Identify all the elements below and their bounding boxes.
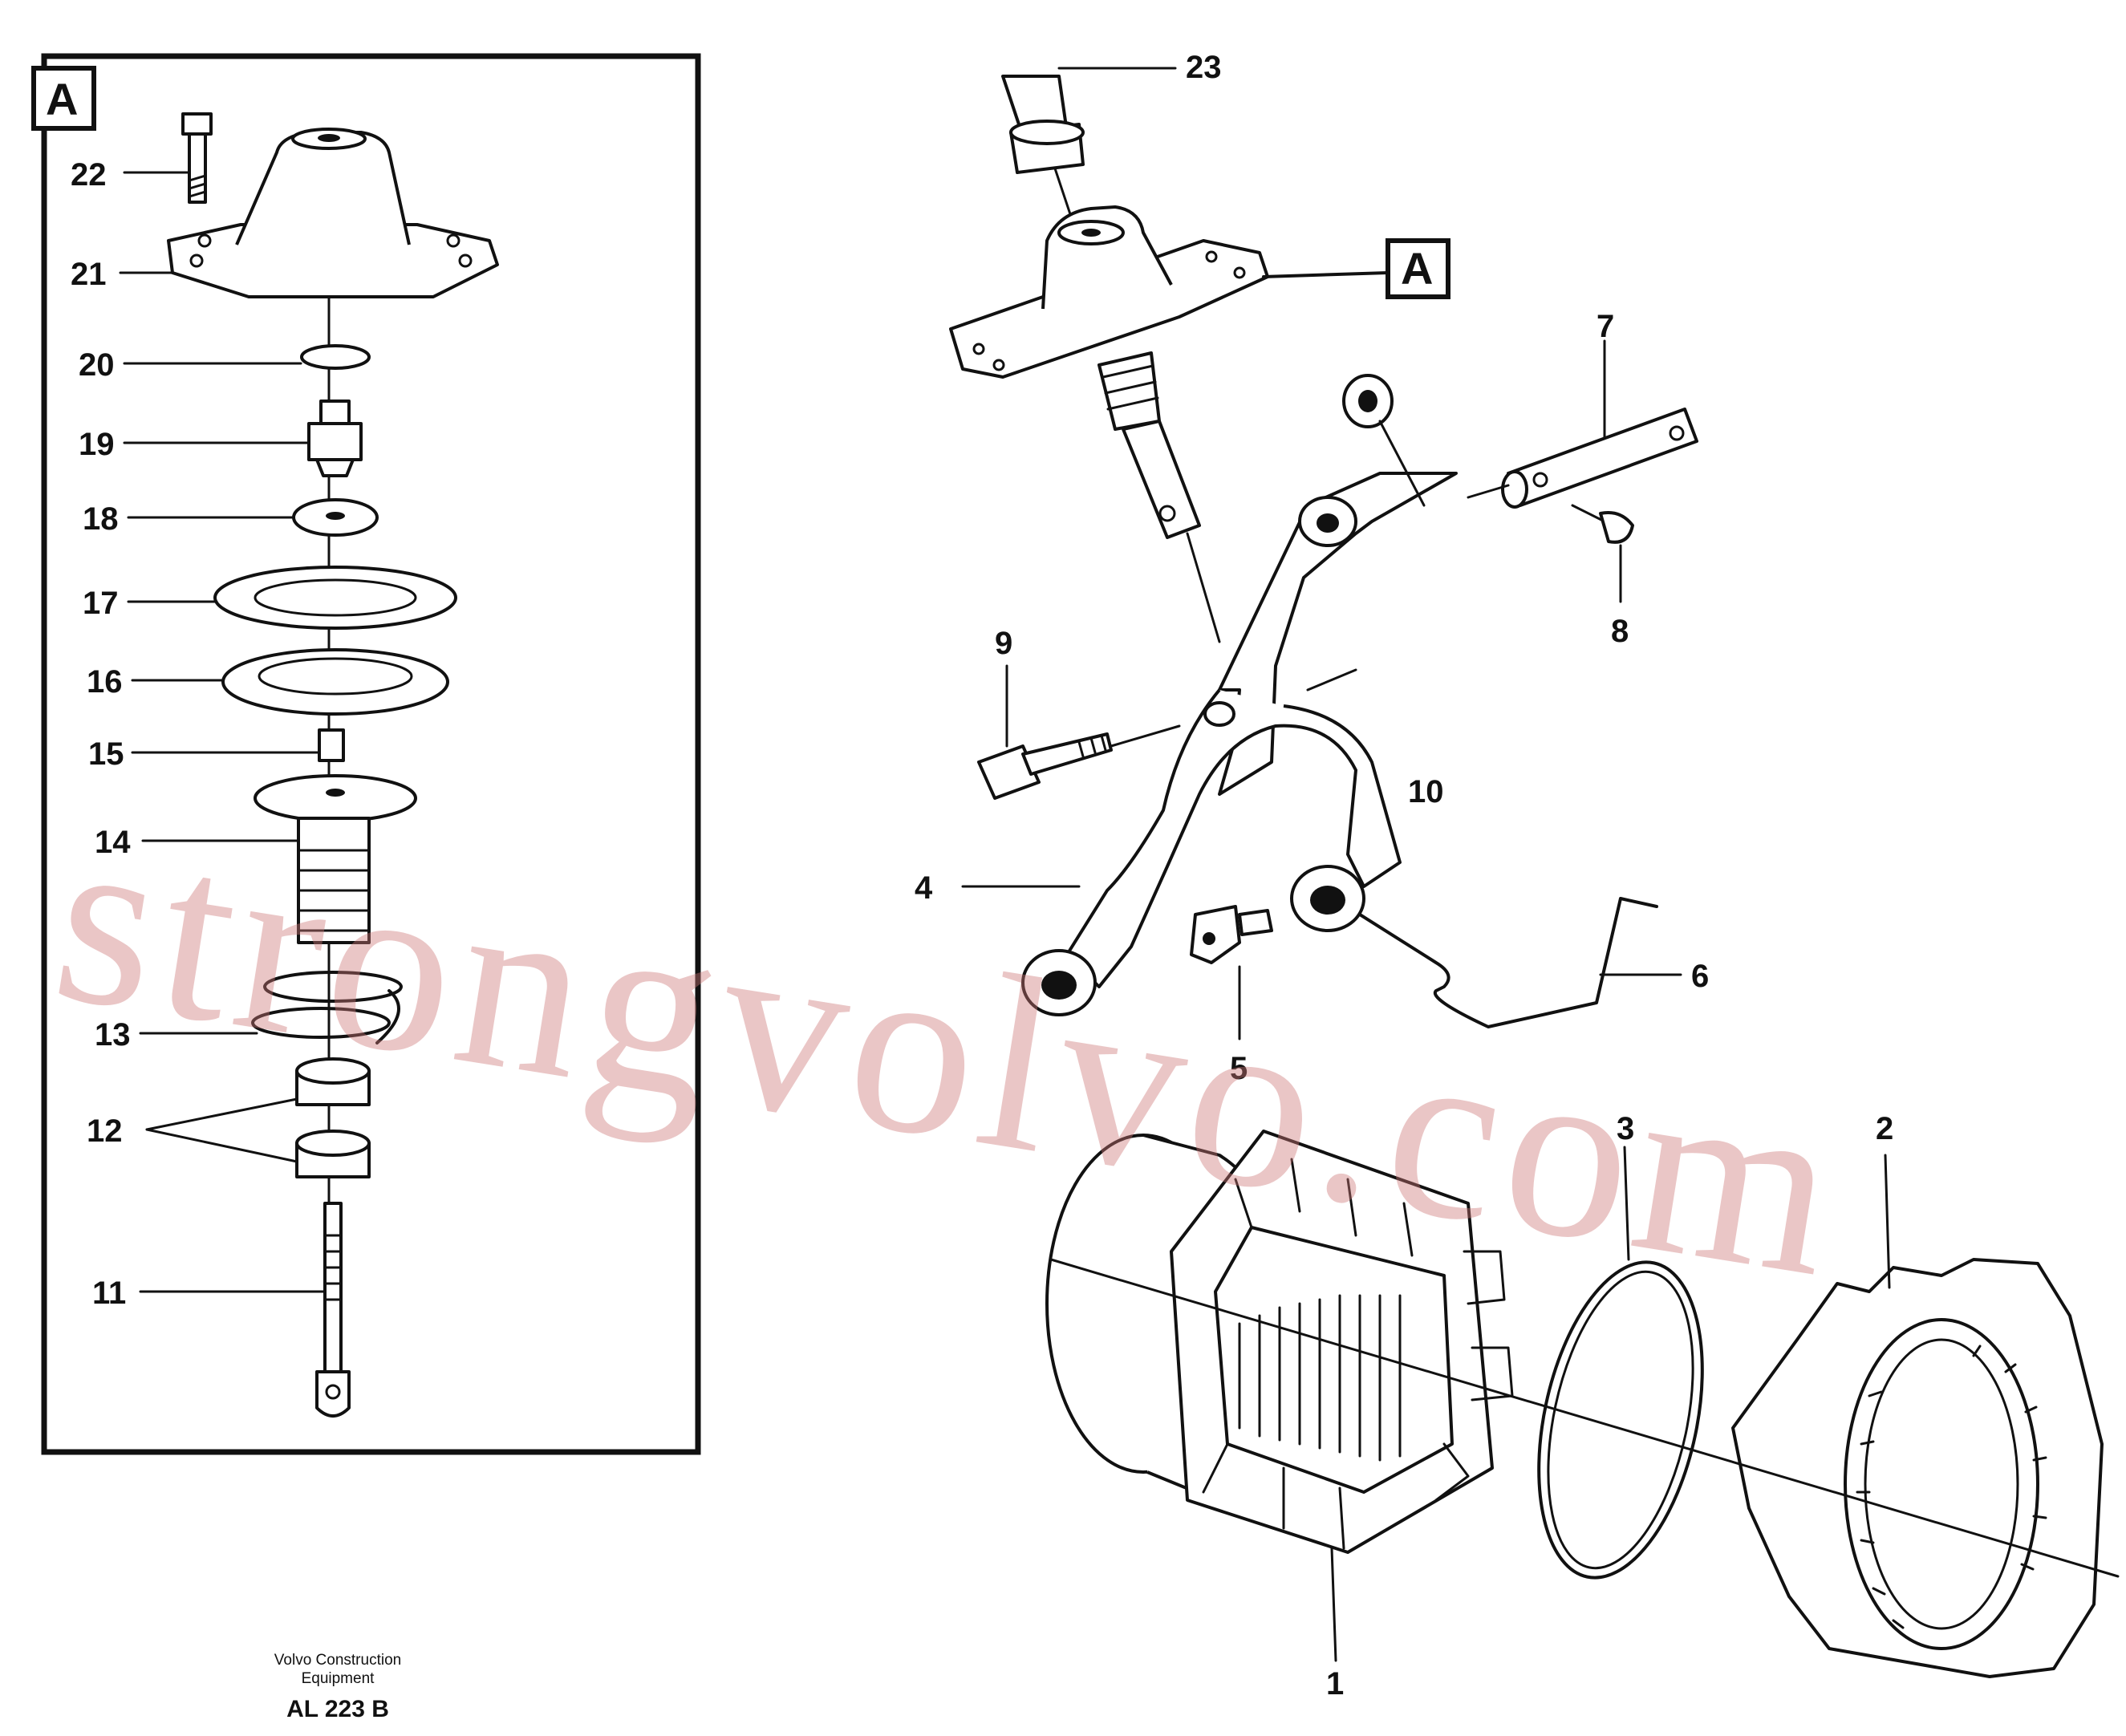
part-4-shift-fork	[1021, 472, 1458, 1016]
part-10-nut	[1306, 374, 1426, 692]
inset-panel-a: A	[31, 53, 701, 1455]
part-20-o-ring	[300, 344, 371, 370]
part-22-bolt	[181, 112, 213, 204]
label-23: 23	[1186, 50, 1222, 85]
flange-assembly-a	[949, 205, 1269, 643]
inset-label-box	[31, 66, 96, 131]
part-9-bolt	[977, 664, 1181, 800]
credit-line-2: Equipment	[302, 1670, 375, 1687]
label-1: 1	[1326, 1666, 1344, 1702]
label-6: 6	[1691, 959, 1709, 994]
part-15-spring	[318, 728, 345, 762]
label-10: 10	[1408, 774, 1444, 809]
part-13-coil-spring	[251, 971, 403, 1044]
part-17-cup	[213, 566, 457, 630]
part-3-ring	[1537, 1146, 1704, 1580]
inset-leader-lines	[119, 171, 327, 1293]
part-16-seal	[221, 648, 449, 716]
part-18-washer	[292, 498, 379, 537]
part-21-flange-housing	[167, 128, 499, 298]
label-3: 3	[1617, 1111, 1634, 1146]
part-5-pivot	[1190, 905, 1273, 1040]
label-18: 18	[83, 501, 119, 537]
drawing-number: AL 223 B	[286, 1696, 389, 1722]
part-11-rod-end	[315, 1202, 351, 1418]
watermark: strongvolvo.com	[39, 777, 1859, 1330]
part-14-threaded-sleeve	[254, 774, 417, 944]
label-13: 13	[95, 1017, 131, 1053]
main-leader-lines	[961, 67, 1682, 976]
part-19-bushing	[307, 400, 363, 477]
label-2: 2	[1876, 1111, 1893, 1146]
label-8: 8	[1611, 614, 1629, 649]
label-20: 20	[79, 347, 115, 383]
credit-line-1: Volvo Construction	[274, 1652, 401, 1669]
part-8-screw	[1571, 504, 1634, 603]
part-2-clutch-ring	[1731, 1154, 2104, 1678]
label-9: 9	[995, 626, 1012, 661]
label-19: 19	[79, 427, 115, 462]
label-21: 21	[71, 257, 107, 292]
part-23-rod	[1001, 75, 1085, 242]
label-5: 5	[1230, 1051, 1248, 1086]
label-14: 14	[95, 825, 131, 860]
label-22: 22	[71, 157, 107, 193]
label-17: 17	[83, 586, 119, 621]
label-11: 11	[92, 1276, 126, 1311]
inset-label: A	[46, 74, 78, 124]
label-7: 7	[1597, 309, 1614, 344]
main-axis-line	[1049, 1258, 2120, 1578]
part-7-pin	[1467, 408, 1698, 509]
callout-label-box	[1386, 238, 1450, 299]
label-4: 4	[915, 870, 933, 906]
label-15: 15	[88, 736, 124, 772]
callout-label: A	[1401, 243, 1433, 294]
label-12: 12	[87, 1113, 123, 1149]
part-12-nuts	[295, 1057, 371, 1178]
label-16: 16	[87, 664, 123, 700]
callout-a: A	[1262, 238, 1450, 299]
